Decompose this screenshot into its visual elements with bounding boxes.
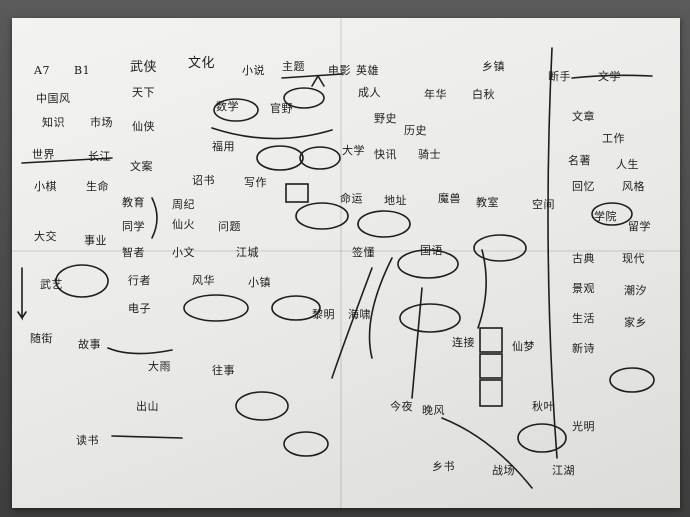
note-xiaozhen: 小镇 — [248, 276, 271, 289]
paper-fold-vertical — [340, 18, 342, 508]
note-jiaoyu: 教育 — [122, 196, 145, 209]
note-chaoxi: 潮汐 — [624, 284, 647, 297]
note-mingyun: 命运 — [340, 192, 363, 205]
note-b1: B1 — [74, 64, 91, 77]
note-xianmeng: 仙梦 — [512, 340, 535, 353]
note-kongjian: 空间 — [532, 198, 555, 211]
note-xianxia: 仙侠 — [132, 120, 155, 133]
note-jianghu: 江湖 — [552, 464, 575, 477]
note-shiye: 事业 — [84, 234, 107, 247]
note-dayu: 大雨 — [148, 360, 171, 373]
note-xiaoqi: 小棋 — [34, 180, 57, 193]
note-huiyi: 回忆 — [572, 180, 595, 193]
note-wenxue: 文学 — [598, 70, 621, 83]
note-xiezuo: 写作 — [244, 176, 267, 189]
note-moshou: 魔兽 — [438, 192, 461, 205]
note-haixiao: 海啸 — [348, 308, 371, 321]
note-liuxue: 留学 — [628, 220, 651, 233]
note-liming: 黎明 — [312, 308, 335, 321]
note-wanfeng: 晚风 — [422, 404, 445, 417]
note-dianzi: 电子 — [128, 302, 151, 315]
note-rensheng: 人生 — [616, 158, 639, 171]
note-wuyi: 武艺 — [40, 278, 63, 291]
note-xiaowen: 小文 — [172, 246, 195, 259]
note-wenzhang: 文章 — [572, 110, 595, 123]
note-shengming: 生命 — [86, 180, 109, 193]
handwritten-paper-sheet: A7 B1 武侠 文化 小说 主题 电影 英雄 乡镇 中国风 天下 成人 年华 … — [12, 18, 680, 508]
note-jiangcheng: 江城 — [236, 246, 259, 259]
note-nianhua: 年华 — [424, 88, 447, 101]
note-guoyu: 国语 — [420, 244, 443, 257]
note-zhongguofeng: 中国风 — [36, 92, 71, 105]
note-chengren: 成人 — [358, 86, 381, 99]
note-qishi: 骑士 — [418, 148, 441, 161]
note-jinye: 今夜 — [390, 400, 413, 413]
note-xiaoshuo: 小说 — [242, 64, 265, 77]
note-changjiang: 长江 — [88, 150, 111, 163]
note-shijian: 世界 — [32, 148, 55, 161]
note-fenghua: 风华 — [192, 274, 215, 287]
note-zhaoshu: 诏书 — [192, 174, 215, 187]
note-dushu: 读书 — [76, 434, 99, 447]
note-tongxue: 同学 — [122, 220, 145, 233]
note-yingxiong: 英雄 — [356, 64, 379, 77]
note-duanshou: 断手 — [548, 70, 571, 83]
note-dizhi: 地址 — [384, 194, 407, 207]
note-xingzhe: 行者 — [128, 274, 151, 287]
note-guanye: 官野 — [270, 102, 293, 115]
note-xiangzhang: 乡镇 — [482, 60, 505, 73]
note-xiangshu: 乡书 — [432, 460, 455, 473]
note-gongzuo: 工作 — [602, 132, 625, 145]
note-shuxue: 数学 — [216, 100, 239, 113]
note-qiandong: 签懂 — [352, 246, 375, 259]
note-kuaixun: 快讯 — [374, 148, 397, 161]
note-tianxia: 天下 — [132, 86, 155, 99]
ink-strokes — [17, 47, 655, 489]
note-gushi: 故事 — [78, 338, 101, 351]
note-zhishi: 知识 — [42, 116, 65, 129]
note-daxue: 大学 — [342, 144, 365, 157]
note-baiqiu: 白秋 — [472, 88, 495, 101]
note-xueyuan: 学院 — [594, 210, 617, 223]
note-xiandai: 现代 — [622, 252, 645, 265]
note-wangshi: 往事 — [212, 364, 235, 377]
note-wenhua: 文化 — [188, 56, 216, 71]
note-mingzhu: 名著 — [568, 154, 591, 167]
note-guangming: 光明 — [572, 420, 595, 433]
note-jingguan: 景观 — [572, 282, 595, 295]
note-zhouji: 周纪 — [172, 198, 195, 211]
note-wuxia: 武侠 — [130, 60, 158, 75]
note-yeshi: 野史 — [374, 112, 397, 125]
note-a7: A7 — [34, 64, 50, 77]
note-lishi: 历史 — [404, 124, 427, 137]
note-xinshi: 新诗 — [572, 342, 595, 355]
note-wenan: 文案 — [130, 160, 153, 173]
note-gudian: 古典 — [572, 252, 595, 265]
note-zhuti: 主题 — [282, 60, 305, 73]
note-lianjie: 连接 — [452, 336, 475, 349]
note-dajiao: 大交 — [34, 230, 57, 243]
note-jiaoshi: 教室 — [476, 196, 499, 209]
note-jiaxiang: 家乡 — [624, 316, 647, 329]
note-zhizhe: 智者 — [122, 246, 145, 259]
note-chushan: 出山 — [136, 400, 159, 413]
note-fuyong: 福用 — [212, 140, 235, 153]
note-qiuye: 秋叶 — [532, 400, 555, 413]
paper-fold-horizontal — [12, 250, 680, 252]
note-shenghuo: 生活 — [572, 312, 595, 325]
note-wenti: 问题 — [218, 220, 241, 233]
note-dianying: 电影 — [328, 64, 351, 77]
note-zhanchang: 战场 — [492, 464, 515, 477]
note-xianhuo: 仙火 — [172, 218, 195, 231]
note-shichang: 市场 — [90, 116, 113, 129]
note-suijie: 随街 — [30, 332, 53, 345]
note-fengge: 风格 — [622, 180, 645, 193]
